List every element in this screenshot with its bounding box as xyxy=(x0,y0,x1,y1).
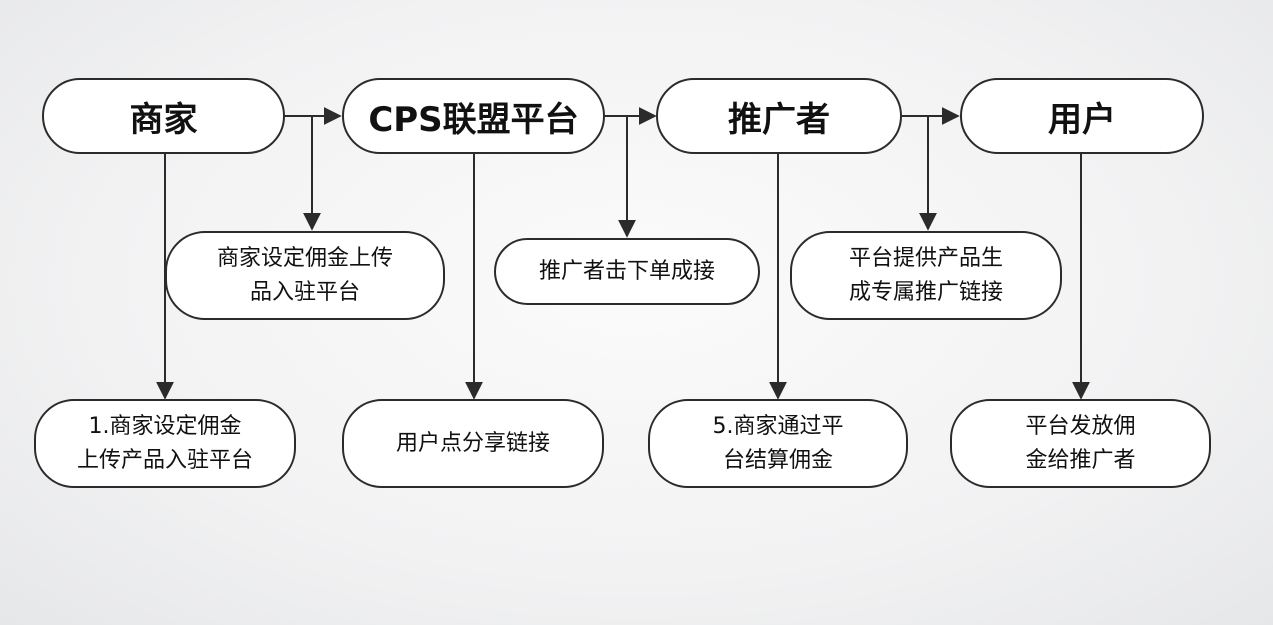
node-cps-platform: CPS联盟平台 xyxy=(342,78,605,154)
node-user: 用户 xyxy=(960,78,1204,154)
step-promoter-order-label: 推广者击下单成接 xyxy=(538,258,715,284)
node-promoter: 推广者 xyxy=(656,78,902,154)
step-merchant-upload: 商家设定佣金上传 品入驻平台 xyxy=(165,231,445,320)
node-merchant: 商家 xyxy=(42,78,285,154)
step-1-label: 1.商家设定佣金 上传产品入驻平台 xyxy=(76,413,253,473)
step-5-settlement: 5.商家通过平 台结算佣金 xyxy=(648,399,908,488)
node-merchant-label: 商家 xyxy=(129,99,198,140)
step-5-label: 5.商家通过平 台结算佣金 xyxy=(712,413,844,473)
step-pay-label: 平台发放佣 金给推广者 xyxy=(1025,413,1136,473)
step-merchant-upload-label: 商家设定佣金上传 品入驻平台 xyxy=(216,245,393,305)
node-cps-platform-label: CPS联盟平台 xyxy=(368,99,579,140)
step-platform-link: 平台提供产品生 成专属推广链接 xyxy=(790,231,1062,320)
node-user-label: 用户 xyxy=(1048,99,1116,140)
step-share-label: 用户点分享链接 xyxy=(395,430,550,456)
step-platform-link-label: 平台提供产品生 成专属推广链接 xyxy=(848,245,1003,305)
step-user-share-link: 用户点分享链接 xyxy=(342,399,604,488)
step-promoter-order: 推广者击下单成接 xyxy=(494,238,760,305)
step-1-merchant-commission: 1.商家设定佣金 上传产品入驻平台 xyxy=(34,399,296,488)
step-pay-commission: 平台发放佣 金给推广者 xyxy=(950,399,1211,488)
node-promoter-label: 推广者 xyxy=(728,99,830,140)
